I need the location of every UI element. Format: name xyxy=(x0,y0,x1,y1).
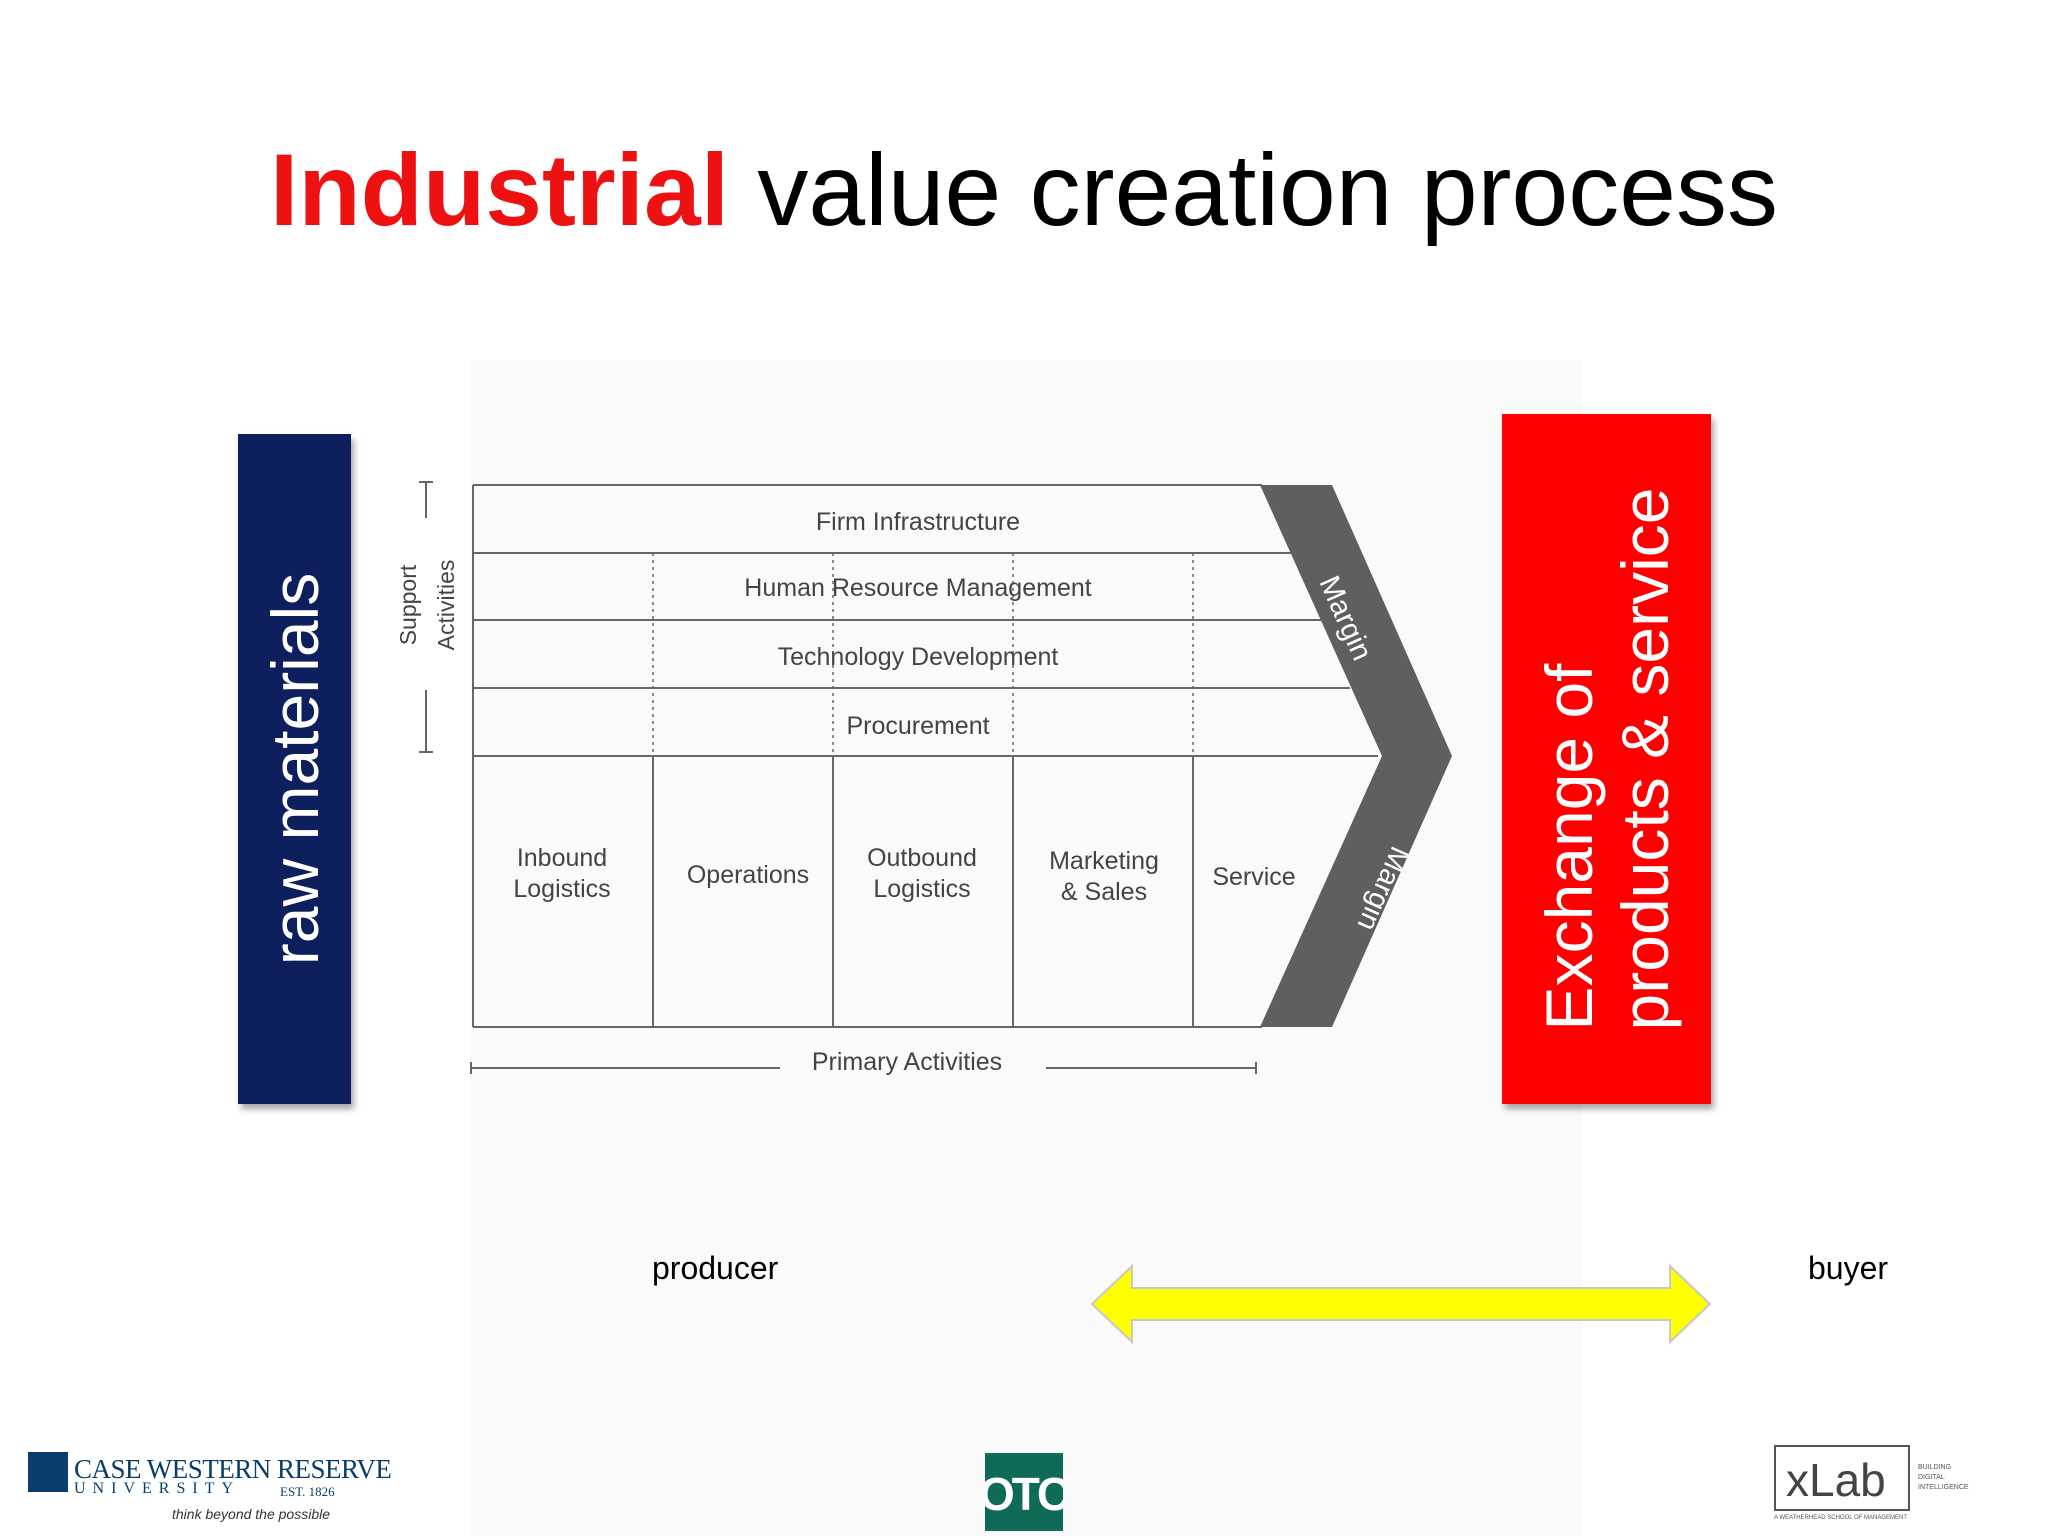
primary-col-outbound-1: Outbound xyxy=(867,844,977,872)
xlab-side-text: BUILDING DIGITAL INTELLIGENCE xyxy=(1918,1464,1969,1491)
slide-title: Industrial value creation process xyxy=(0,130,2048,250)
xlab-foot-text: A WEATHERHEAD SCHOOL OF MANAGEMENT xyxy=(1774,1515,1908,1521)
title-rest: value creation process xyxy=(757,133,1778,247)
primary-activities-label: Primary Activities xyxy=(812,1048,1002,1076)
title-highlight: Industrial xyxy=(270,133,730,247)
otc-logo: OTC xyxy=(985,1453,1063,1531)
producer-label: producer xyxy=(652,1250,779,1286)
cwru-est: EST. 1826 xyxy=(280,1484,335,1499)
buyer-label: buyer xyxy=(1808,1250,1889,1286)
otc-logo-text: OTC xyxy=(985,1468,1063,1520)
double-arrow xyxy=(1090,1263,1712,1345)
xlab-logo-text: xLab xyxy=(1786,1454,1886,1506)
xlab-logo: xLab BUILDING DIGITAL INTELLIGENCE A WEA… xyxy=(1774,1445,1974,1525)
support-label-2: Activities xyxy=(433,560,459,651)
margin-chevron xyxy=(1260,485,1452,1027)
cwru-tagline: think beyond the possible xyxy=(172,1506,330,1522)
primary-col-outbound-2: Logistics xyxy=(873,875,970,903)
cwru-university: UNIVERSITY xyxy=(74,1480,240,1497)
primary-col-inbound-1: Inbound xyxy=(517,844,607,872)
diagram-background xyxy=(470,360,1582,1536)
support-row-firm-infrastructure: Firm Infrastructure xyxy=(816,508,1020,536)
cwru-name: CASE WESTERN RESERVE xyxy=(74,1454,392,1484)
raw-materials-box: raw materials xyxy=(238,434,351,1104)
primary-col-inbound-2: Logistics xyxy=(513,875,610,903)
support-label-1: Support xyxy=(395,564,421,645)
primary-col-marketing-2: & Sales xyxy=(1061,878,1147,906)
support-row-procurement: Procurement xyxy=(846,712,989,740)
primary-col-service: Service xyxy=(1212,863,1295,891)
support-row-technology: Technology Development xyxy=(778,643,1059,671)
cwru-mark-icon xyxy=(28,1452,68,1492)
exchange-box: Exchange of products & service xyxy=(1502,414,1711,1104)
cwru-logo: CASE WESTERN RESERVE UNIVERSITY EST. 182… xyxy=(28,1448,392,1528)
primary-col-marketing-1: Marketing xyxy=(1049,847,1159,875)
primary-col-operations: Operations xyxy=(687,861,809,889)
support-row-human-resource: Human Resource Management xyxy=(744,574,1091,602)
